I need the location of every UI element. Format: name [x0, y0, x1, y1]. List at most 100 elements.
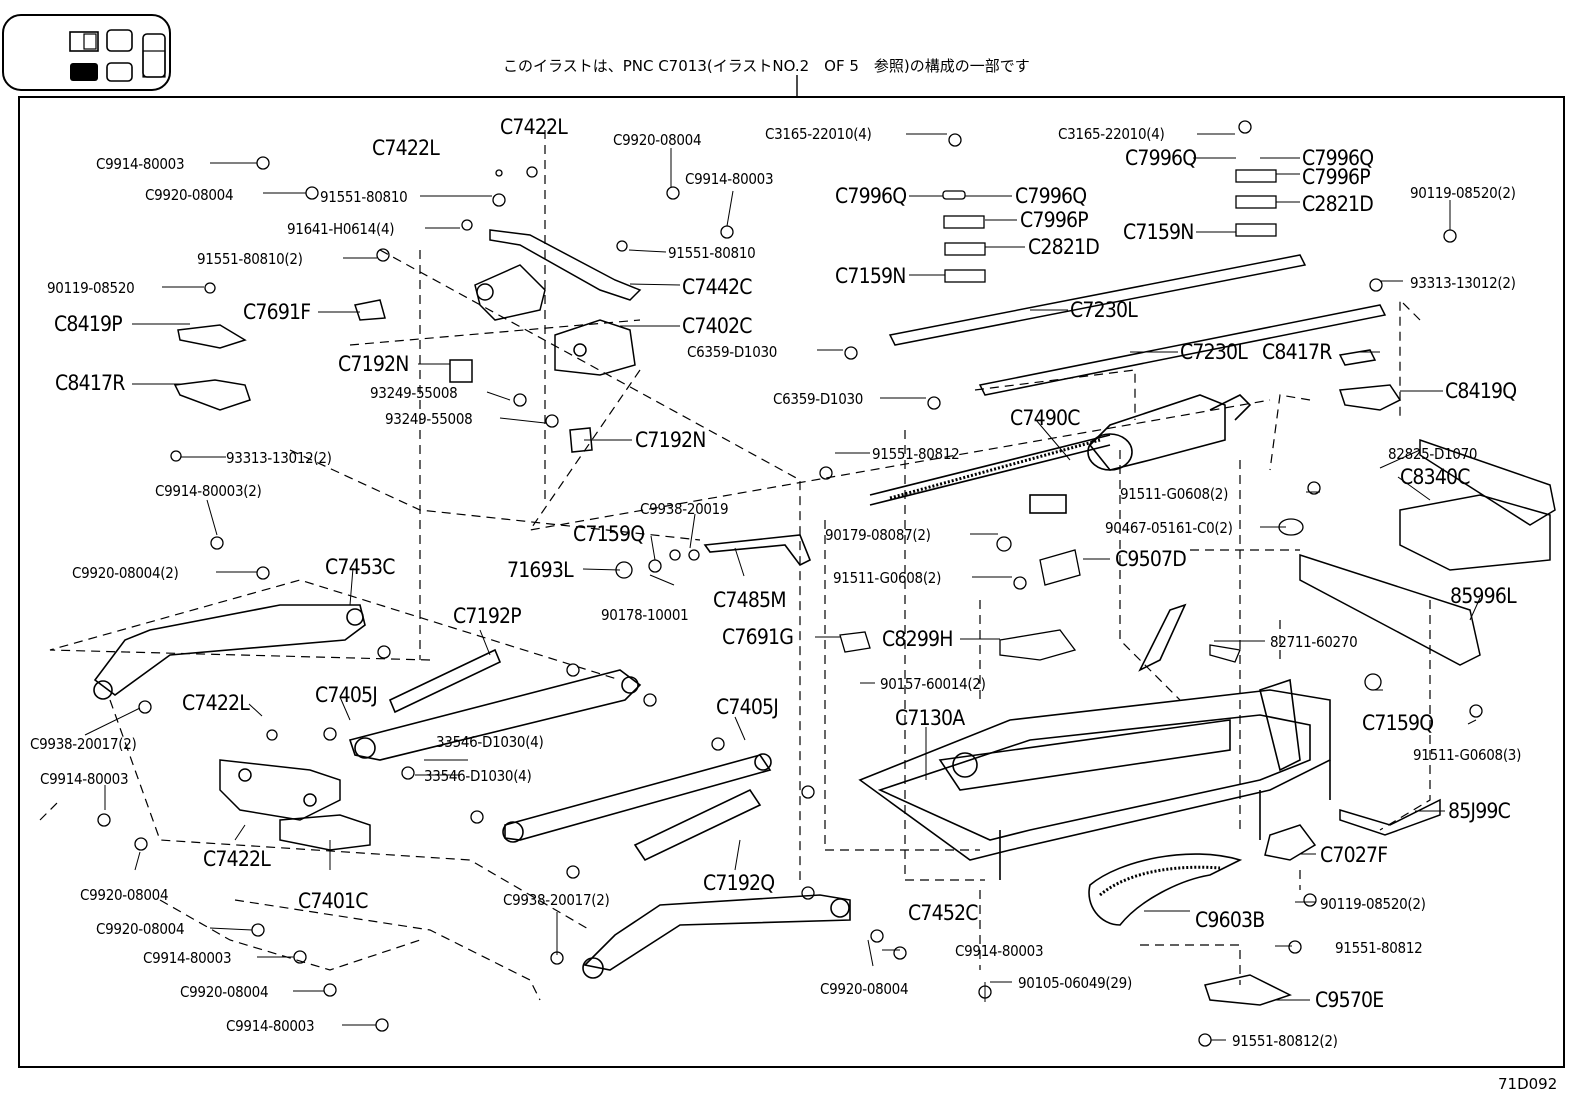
callout-label: C7485M	[713, 588, 787, 612]
hinge-blocks	[219, 759, 371, 851]
callout-label: C8340C	[1400, 465, 1470, 489]
actuator-motor	[869, 394, 1252, 514]
callout-label: 71693L	[507, 558, 574, 582]
callout-label: 91511-G0608(2)	[833, 569, 942, 587]
callout-label: 93313-13012(2)	[226, 449, 332, 467]
small-fasteners	[97, 120, 1483, 1047]
callout-label: C2821D	[1028, 235, 1100, 259]
callout-label: C7159N	[835, 264, 906, 288]
callout-label: C8299H	[882, 627, 953, 651]
callout-label: 91511-G0608(2)	[1120, 485, 1229, 503]
callout-label: C8417R	[55, 371, 125, 395]
callout-label: C9920-08004	[145, 186, 234, 204]
callout-label: C2821D	[1302, 192, 1374, 216]
callout-label: 93249-55008	[385, 410, 473, 428]
callout-label: C7422L	[372, 136, 440, 160]
leader-lines	[84, 133, 1481, 1041]
callout-label: 90467-05161-C0(2)	[1105, 519, 1233, 537]
callout-label: 91551-80812	[872, 445, 960, 463]
callout-label: C7405J	[315, 683, 378, 707]
callout-label: C9920-08004(2)	[72, 564, 179, 582]
callout-label: C8419Q	[1445, 379, 1517, 403]
callout-label: C7230L	[1070, 298, 1138, 322]
callout-label: C9914-80003	[96, 155, 185, 173]
header-note: このイラストは、PNC C7013(イラストNO.2 OF 5 参照)の構成の一…	[503, 57, 1030, 75]
callout-label: 33546-D1030(4)	[424, 767, 532, 785]
callout-label: C7442C	[682, 275, 752, 299]
callout-label: 90157-60014(2)	[880, 675, 986, 693]
callout-label: C7453C	[325, 555, 395, 579]
callout-label: C9570E	[1315, 988, 1384, 1012]
callout-label: C7422L	[203, 847, 271, 871]
callout-label: C7192N	[635, 428, 706, 452]
callout-label: C9507D	[1115, 547, 1187, 571]
callout-label: C7405J	[716, 695, 779, 719]
callout-label: C7996P	[1302, 165, 1371, 189]
callout-label: 90105-06049(29)	[1018, 974, 1132, 992]
callout-label: C7996Q	[1125, 146, 1197, 170]
callout-label: C7401C	[298, 889, 368, 913]
seat-frame	[858, 603, 1331, 880]
callout-label: 91511-G0608(3)	[1413, 746, 1522, 764]
callout-label: C9920-08004	[180, 983, 269, 1001]
callout-label: C6359-D1030	[687, 343, 778, 361]
callout-label: C9914-80003	[955, 942, 1044, 960]
callout-label: 82711-60270	[1270, 633, 1358, 651]
callout-label: C7452C	[908, 901, 978, 925]
callout-label: C3165-22010(4)	[1058, 125, 1165, 143]
callout-label: 82825-D1070	[1388, 445, 1478, 463]
callout-label: 91551-80812	[1335, 939, 1423, 957]
callout-label: 91641-H0614(4)	[287, 220, 395, 238]
callout-label: C7192N	[338, 352, 409, 376]
callout-label: C7996P	[1020, 208, 1089, 232]
callout-label: 90119-08520(2)	[1320, 895, 1426, 913]
callout-label: C7027F	[1320, 843, 1388, 867]
callout-label: 90179-08087(2)	[825, 526, 931, 544]
callout-label: C9920-08004	[96, 920, 185, 938]
callout-label: C3165-22010(4)	[765, 125, 872, 143]
phantom-lines	[39, 130, 1431, 1001]
callout-label: C7422L	[500, 115, 568, 139]
callout-label: 91551-80810(2)	[197, 250, 303, 268]
callout-label: C9914-80003	[226, 1017, 315, 1035]
callout-label: 85996L	[1450, 584, 1517, 608]
left-upper-brackets	[173, 229, 642, 453]
disc-sector	[1088, 853, 1243, 926]
illustration-id: 71D092	[1498, 1075, 1558, 1093]
callout-label: C9920-08004	[80, 886, 169, 904]
callout-label: C6359-D1030	[773, 390, 864, 408]
callout-label: C9914-80003	[143, 949, 232, 967]
callout-label: 91551-80812(2)	[1232, 1032, 1338, 1050]
arm-links	[93, 534, 851, 979]
callout-label: C7159Q	[1362, 711, 1434, 735]
callout-label: C7490C	[1010, 406, 1080, 430]
callout-label: C9938-20017(2)	[503, 891, 610, 909]
callout-label: 91551-80810	[668, 244, 756, 262]
callout-label: C9938-20017(2)	[30, 735, 137, 753]
callout-label: C9603B	[1195, 908, 1265, 932]
callout-label: C7691G	[722, 625, 794, 649]
callout-label: C9920-08004	[613, 131, 702, 149]
callout-label: C8417R	[1262, 340, 1332, 364]
callout-label: C7159Q	[573, 522, 645, 546]
callout-label: C9914-80003(2)	[155, 482, 262, 500]
callout-label: 90119-08520	[47, 279, 135, 297]
callout-label: 93249-55008	[370, 384, 458, 402]
callout-label: C7192P	[453, 604, 522, 628]
callout-label: 33546-D1030(4)	[436, 733, 544, 751]
callout-label: C7130A	[895, 706, 965, 730]
callout-label: C9914-80003	[685, 170, 774, 188]
callout-label: C7996Q	[1302, 146, 1374, 170]
callout-label: C7422L	[182, 691, 250, 715]
callout-label: C7402C	[682, 314, 752, 338]
guide-rails	[888, 254, 1387, 396]
callout-label: C7996Q	[835, 184, 907, 208]
callout-label: C9938-20019	[640, 500, 729, 518]
callout-label: 90119-08520(2)	[1410, 184, 1516, 202]
callout-label: C8419P	[54, 312, 123, 336]
callout-label: C9920-08004	[820, 980, 909, 998]
callout-label: C7192Q	[703, 871, 775, 895]
view-indicator-icon	[2, 14, 171, 91]
